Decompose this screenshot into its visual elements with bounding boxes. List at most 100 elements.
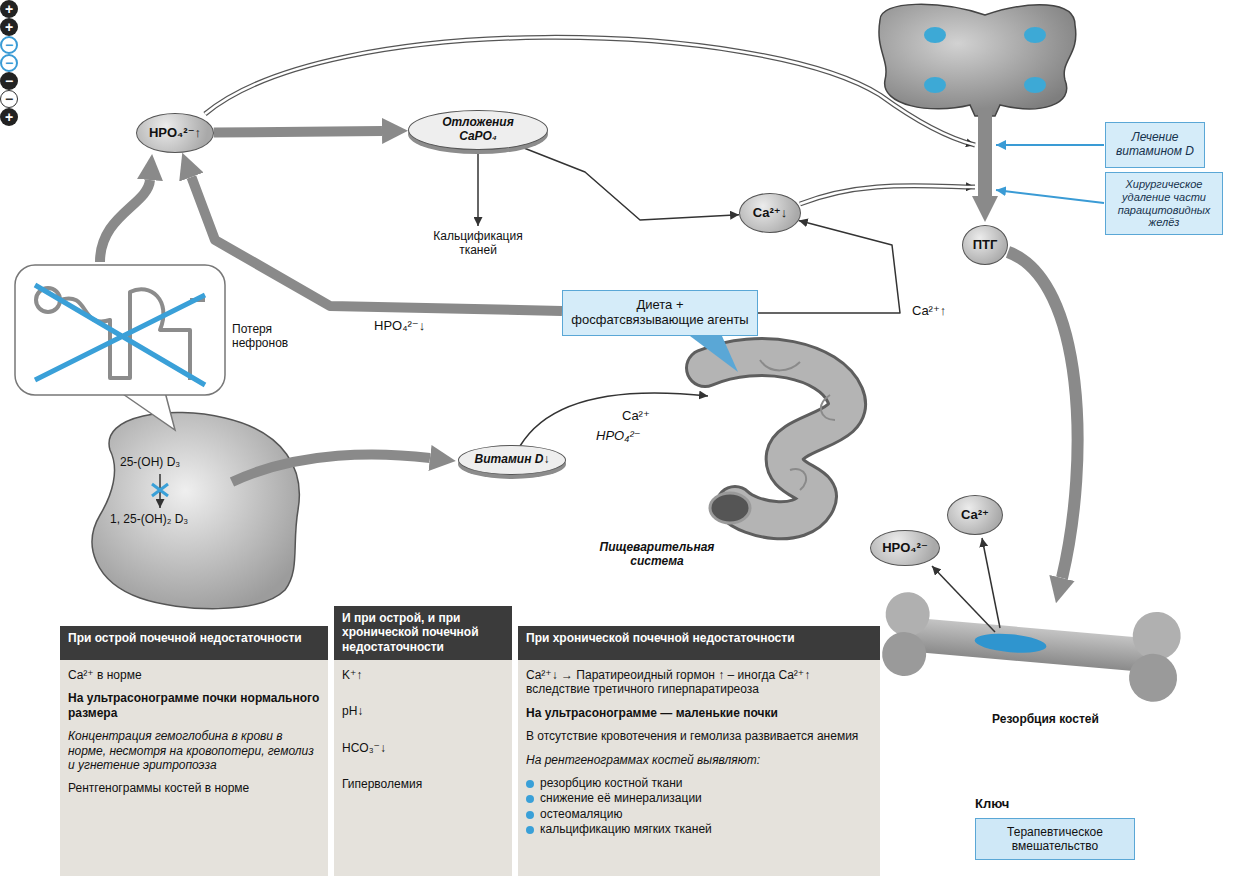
flow-arrow [1008,252,1078,578]
legend-swatch: Терапевтическое вмешательство [975,818,1135,860]
bullet-dot [526,780,534,788]
hormone-circle: ПТГ [962,225,1008,265]
nephron-callout [120,392,175,430]
bullet-dot [526,811,534,819]
node-text: Отложения CaPO₄ [432,116,524,144]
table-header: При хронической почечной недостаточности [518,626,880,660]
nephron-callout [60,289,205,380]
edge-label: HPO₄²⁻↓ [372,318,427,334]
therapy-box: Диета + фосфатсвязывающие агенты [562,290,758,336]
ion-circle: Ca²⁺↓ [739,193,801,233]
therapy-arrow [996,144,1104,146]
intestine [690,336,847,523]
ion-circle: HPO₄²⁻ [870,530,939,566]
kidney [92,413,299,609]
kidney [92,413,299,609]
table-cell: Ca²⁺ в норме [68,668,320,682]
bone [1127,652,1179,704]
table-header: При острой почечной недостаточности [60,626,328,660]
table-cell: K⁺↑ [342,668,504,682]
node-text: Витамин D↓ [475,453,550,467]
table-cell: В отсутствие кровотечения и гемолиза раз… [526,729,872,743]
flow-arrow [932,566,995,632]
kidney [152,484,168,496]
vitamin-disc: Витамин D↓ [458,445,566,475]
deposit-disc: Отложения CaPO₄ [408,110,548,150]
table-cell: Рентгенограммы костей в норме [68,781,320,795]
node-text: Диета + фосфатсвязывающие агенты [571,298,749,328]
minus-sign: − [0,36,18,54]
organ-label: Резорбция костей [992,712,1099,726]
node-text: Ca²⁺ [961,508,989,523]
ion-circle: Ca²⁺ [947,495,1003,535]
nephron-callout [35,285,205,385]
therapy-arrow [996,190,1104,203]
parathyroid-gland [978,108,992,196]
flow-arrow [214,131,382,133]
bullet-item: остеомаляцию [526,807,872,821]
plus-sign: + [0,18,18,36]
parathyroid-gland [879,4,1076,196]
table-cell: На ультрасонограмме почки нормального ра… [68,691,320,720]
node-text: ПТГ [973,238,998,253]
metabolite-label: 25-(OH) D₃ [120,455,180,469]
bone [880,630,928,678]
therapy-box: Хирургическое удаление части паращитовид… [1105,172,1223,235]
table-body: Ca²⁺ в норме На ультрасонограмме почки но… [60,660,328,876]
note-text: Кальцификация тканей [423,229,533,258]
legend-text: Терапевтическое вмешательство [984,825,1126,854]
flow-arrow [100,180,150,262]
bullet-item: кальцификацию мягких тканей [526,822,872,836]
note-text: Потеря нефронов [232,322,312,351]
flow-arrow [191,177,562,311]
flow-arrow [232,454,430,482]
table-cell: HCO₃⁻↓ [342,741,504,755]
metabolite-label: 1, 25-(OH)₂ D₃ [110,512,188,526]
legend-title: Ключ [975,796,1009,812]
parathyroid-gland [879,4,1076,116]
flow-arrow [205,37,975,145]
bone [884,590,932,638]
bone [974,631,1047,655]
bullet-dot [526,795,534,803]
parathyroid-gland [924,77,946,93]
table-cell: На рентгенограммах костей выявляют: [526,753,872,767]
intestine [690,336,738,372]
table-body: Ca²⁺↓ → Паратиреоидный гормон ↑ – иногда… [518,660,880,876]
ion-label: Ca²⁺ [622,408,650,424]
minus-sign: − [0,72,18,90]
plus-sign: + [0,108,18,126]
nephron-callout [15,265,225,430]
therapy-box: Лечение витамином D [1105,122,1205,168]
bullet-item: резорбцию костной ткани [526,776,872,790]
flow-arrow [982,538,1000,628]
node-text: Хирургическое удаление части паращитовид… [1112,178,1216,229]
minus-sign: − [0,90,18,108]
node-text: HPO₄²⁻↑ [149,126,201,141]
edge-label: Ca²⁺↑ [910,303,948,319]
table-cell: Концентрация гемоглобина в крови в норме… [68,729,320,772]
node-text: HPO₄²⁻ [882,541,928,556]
table-cell: Гиперволемия [342,777,504,791]
minus-sign: − [0,54,18,72]
organ-label: Пищеварительная система [592,540,722,569]
therapy-arrow [996,145,1104,203]
flow-arrow [520,393,708,446]
flow-arrow [205,37,975,145]
table-cell: кальцификацию мягких тканей [540,822,712,836]
connector-line [520,146,740,220]
table-cell: остеомаляцию [540,807,622,821]
bullet-item: снижение её минерализации [526,791,872,805]
table-cell: снижение её минерализации [540,791,702,805]
ion-label: HPO₄²⁻ [596,428,641,444]
node-text: Ca²⁺↓ [753,206,787,221]
parathyroid-gland [924,27,946,43]
node-text: Лечение витамином D [1112,131,1198,159]
intestine [710,493,750,523]
bone [880,588,1183,703]
parathyroid-gland [1024,77,1046,93]
connectors [191,131,900,313]
connector-line [758,221,900,314]
flow-arrow [100,37,1078,632]
